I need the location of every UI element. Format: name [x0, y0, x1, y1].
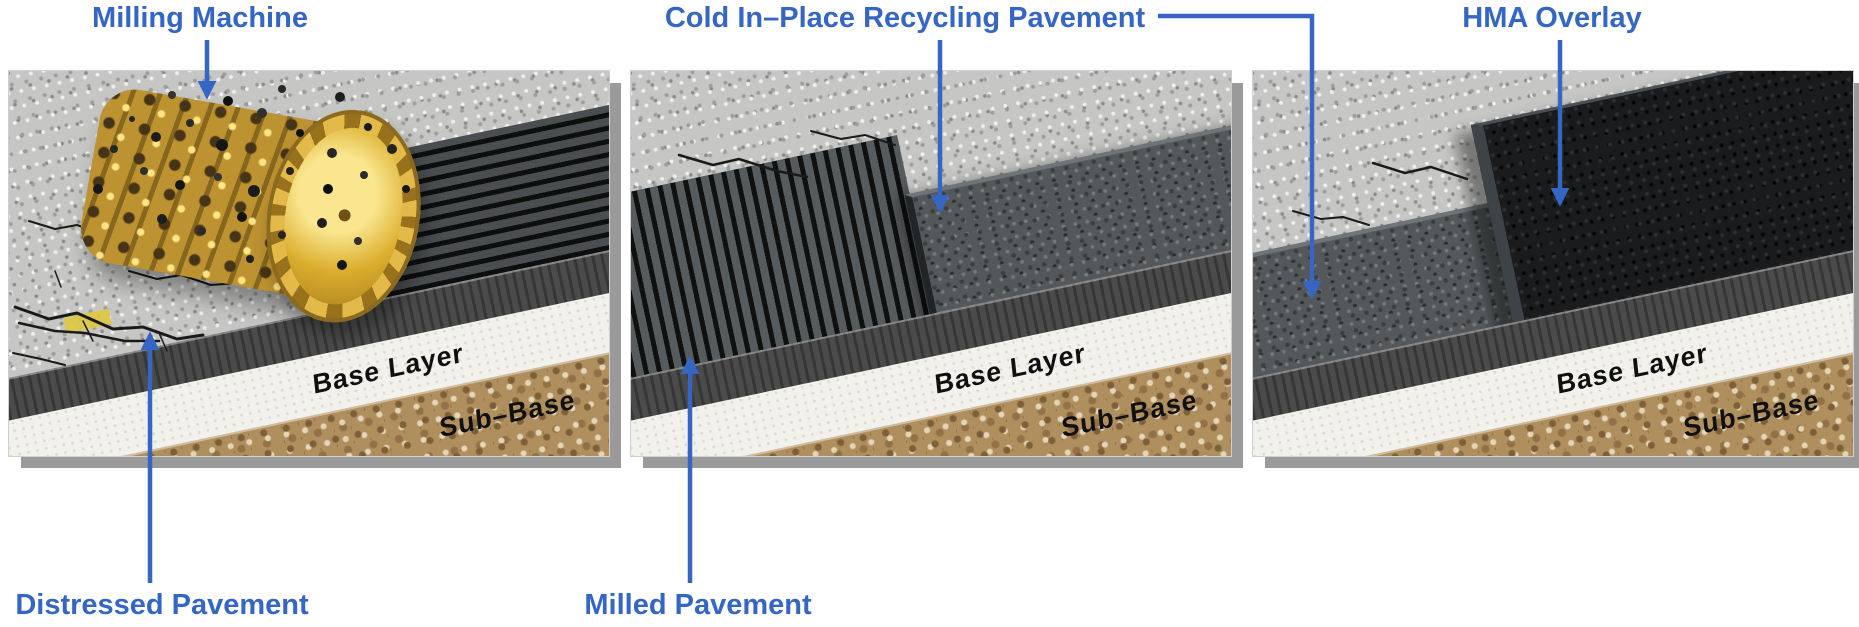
lane-marking [63, 308, 112, 334]
sub-base-label: Sub–Base [1060, 384, 1199, 444]
cir-pavement-label: Cold In–Place Recycling Pavement [664, 2, 1146, 34]
road-cross-section-3: Base Layer Sub–Base [1253, 71, 1853, 456]
debris-cloud [129, 116, 135, 122]
panel-hma-overlay: Base Layer Sub–Base [1252, 70, 1854, 457]
panel-cir-pavement: Base Layer Sub–Base [630, 70, 1232, 457]
distressed-pavement-label: Distressed Pavement [15, 589, 309, 621]
milling-drum-hub [270, 118, 417, 314]
sub-base-label: Sub–Base [438, 384, 577, 444]
milled-pavement-label: Milled Pavement [584, 589, 812, 621]
panel-distressed-pavement: Base Layer Sub–Base [8, 70, 610, 457]
milling-machine-label: Milling Machine [92, 2, 308, 34]
sub-base-label: Sub–Base [1682, 384, 1821, 444]
hma-overlay-label: HMA Overlay [1462, 2, 1642, 34]
road-cross-section-2: Base Layer Sub–Base [631, 71, 1231, 456]
